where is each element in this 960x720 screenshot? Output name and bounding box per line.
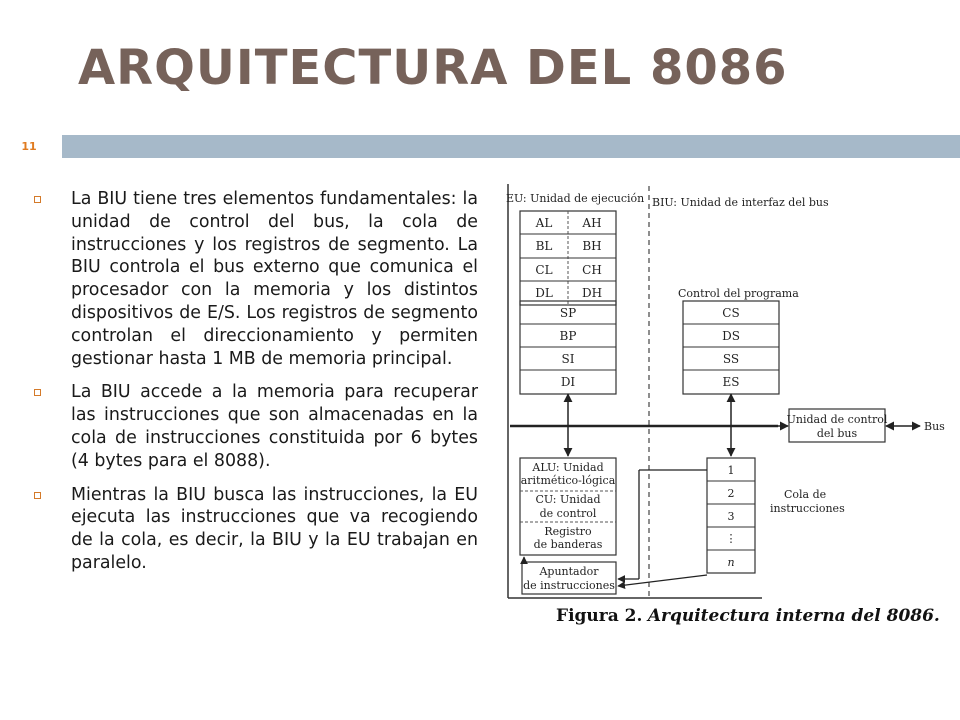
general-registers: AL AH BL BH CL CH DL DH bbox=[519, 210, 617, 306]
queue-item-3: 3 bbox=[728, 510, 735, 523]
slide-number: 11 bbox=[21, 140, 37, 153]
queue-label-1: Cola de bbox=[784, 488, 826, 501]
reg-es: ES bbox=[723, 375, 740, 389]
slide-title: ARQUITECTURA DEL 8086 bbox=[78, 40, 788, 96]
eu-control-block: ALU: Unidad aritmético-lógica CU: Unidad… bbox=[519, 457, 617, 556]
reg-ds: DS bbox=[722, 329, 740, 343]
reg-si: SI bbox=[562, 352, 575, 366]
bullet-list: La BIU tiene tres elementos fundamentale… bbox=[34, 188, 478, 586]
square-bullet-icon bbox=[34, 389, 41, 397]
reg-bh: BH bbox=[582, 239, 601, 253]
bullet-text: La BIU tiene tres elementos fundamentale… bbox=[71, 189, 478, 369]
queue-item-2: 2 bbox=[728, 487, 735, 500]
bullet-item: La BIU tiene tres elementos fundamentale… bbox=[34, 188, 478, 370]
square-bullet-icon bbox=[34, 196, 41, 203]
caption-text: Arquitectura interna del 8086. bbox=[647, 606, 940, 626]
flags-label-1: Registro bbox=[544, 525, 592, 538]
bullet-text: La BIU accede a la memoria para recupera… bbox=[71, 382, 478, 471]
cu-label-1: CU: Unidad bbox=[535, 493, 600, 506]
queue-item-1: 1 bbox=[728, 464, 735, 477]
reg-bl: BL bbox=[536, 239, 553, 253]
flags-label-2: de banderas bbox=[534, 538, 603, 551]
segment-registers: CS DS SS ES bbox=[682, 300, 780, 395]
reg-cl: CL bbox=[535, 263, 552, 277]
reg-dl: DL bbox=[535, 286, 553, 300]
ip-arrow bbox=[617, 574, 708, 590]
reg-al: AL bbox=[535, 216, 553, 230]
reg-dh: DH bbox=[582, 286, 602, 300]
bus-control-label-1: Unidad de control bbox=[787, 413, 888, 426]
reg-ch: CH bbox=[582, 263, 602, 277]
reg-sp: SP bbox=[560, 306, 576, 320]
ip-label-1: Apuntador bbox=[538, 565, 599, 578]
reg-bp: BP bbox=[560, 329, 577, 343]
biu-label: BIU: Unidad de interfaz del bus bbox=[652, 196, 829, 209]
bus-control-unit: Unidad de control del bus bbox=[787, 408, 888, 443]
slide-number-box bbox=[0, 135, 58, 158]
bullet-item: Mientras la BIU busca las instrucciones,… bbox=[34, 484, 478, 575]
reg-ss: SS bbox=[723, 352, 739, 366]
bus-control-label-2: del bus bbox=[817, 427, 858, 440]
instruction-queue: 1 2 3 ⋮ n bbox=[706, 457, 756, 574]
queue-label-2: instrucciones bbox=[770, 502, 845, 515]
architecture-diagram: EU: Unidad de ejecución BIU: Unidad de i… bbox=[506, 184, 945, 599]
bullet-item: La BIU accede a la memoria para recupera… bbox=[34, 381, 478, 472]
reg-cs: CS bbox=[722, 306, 739, 320]
ip-label-2: de instrucciones bbox=[523, 579, 615, 592]
reg-ah: AH bbox=[581, 216, 601, 230]
cu-label-2: de control bbox=[540, 507, 597, 520]
queue-item-dots: ⋮ bbox=[726, 532, 737, 545]
title-divider-bar bbox=[62, 135, 960, 158]
bullet-text: Mientras la BIU busca las instrucciones,… bbox=[71, 484, 478, 573]
eu-label: EU: Unidad de ejecución bbox=[506, 192, 644, 205]
queue-item-n: n bbox=[727, 556, 734, 569]
instruction-pointer: Apuntador de instrucciones bbox=[521, 561, 617, 595]
program-control-label: Control del programa bbox=[678, 287, 799, 300]
reg-di: DI bbox=[561, 375, 576, 389]
pointer-registers: SP BP SI DI bbox=[519, 300, 617, 395]
square-bullet-icon bbox=[34, 491, 41, 499]
alu-label-1: ALU: Unidad bbox=[531, 461, 603, 474]
bus-label: Bus bbox=[924, 420, 945, 433]
figure-caption: Figura 2. Arquitectura interna del 8086. bbox=[556, 606, 940, 626]
caption-label: Figura 2. bbox=[556, 606, 643, 626]
alu-label-2: aritmético-lógica bbox=[521, 474, 616, 487]
